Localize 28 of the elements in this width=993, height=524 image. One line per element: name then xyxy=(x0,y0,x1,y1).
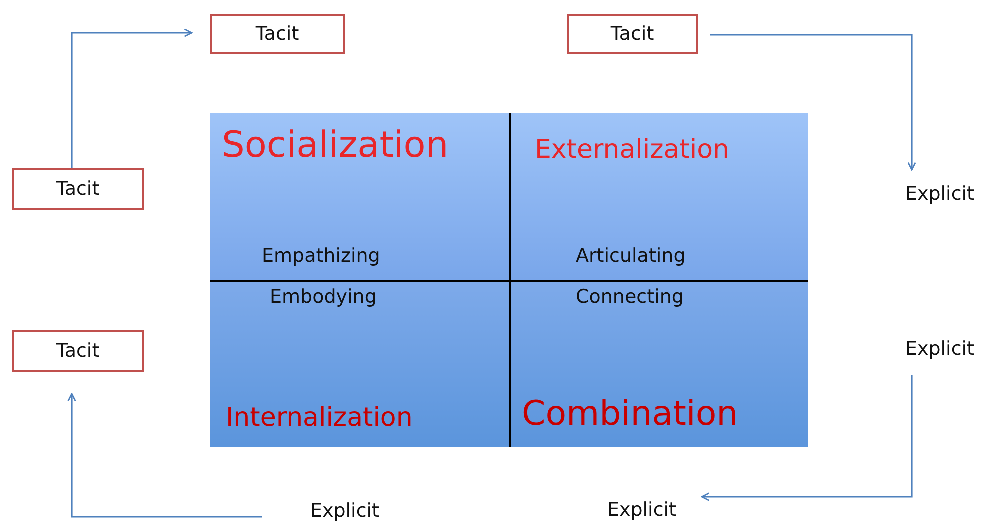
arrow xyxy=(710,34,916,171)
activity-label: Embodying xyxy=(270,286,377,308)
mode-title: Socialization xyxy=(222,125,449,166)
label-box xyxy=(12,168,144,210)
activity-label: Connecting xyxy=(576,286,684,308)
mode-title: Combination xyxy=(522,394,738,434)
knowledge-label: Explicit xyxy=(607,498,677,520)
mode-title: Internalization xyxy=(226,403,413,433)
label-box xyxy=(567,14,698,54)
mode-title: Externalization xyxy=(535,135,730,165)
knowledge-label: Explicit xyxy=(310,500,380,522)
quadrant-panel xyxy=(510,113,808,281)
quadrant-panel xyxy=(210,113,510,281)
knowledge-label: Explicit xyxy=(905,183,975,205)
box-label: Tacit xyxy=(610,23,654,45)
box-label: Tacit xyxy=(256,23,300,45)
activity-label: Articulating xyxy=(576,245,686,267)
box-label: Tacit xyxy=(56,178,100,200)
knowledge-label: Explicit xyxy=(905,338,975,360)
label-box xyxy=(12,330,144,372)
quadrant-panel xyxy=(210,281,510,447)
label-box xyxy=(210,14,345,54)
quadrant-panel xyxy=(510,281,808,447)
arrow xyxy=(68,393,262,518)
arrow xyxy=(71,28,193,168)
box-label: Tacit xyxy=(56,340,100,362)
activity-label: Empathizing xyxy=(262,245,380,267)
arrow xyxy=(701,375,913,502)
